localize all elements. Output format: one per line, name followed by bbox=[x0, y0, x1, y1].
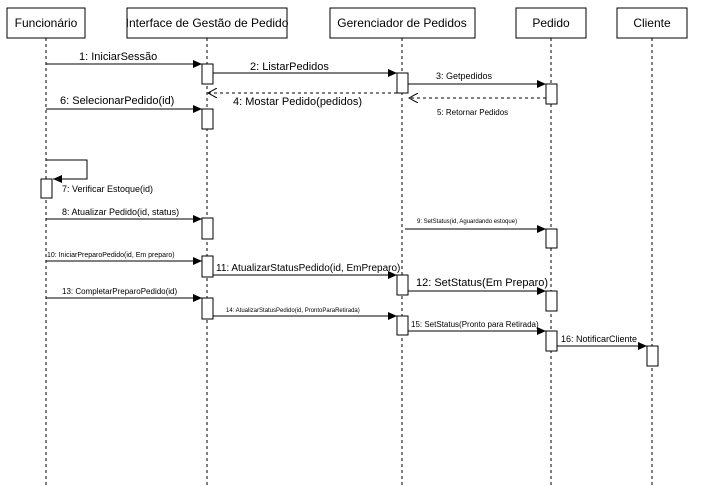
message-15-label: 15: SetStatus(Pronto para Retirada) bbox=[411, 320, 539, 329]
message-3-label: 3: Getpedidos bbox=[436, 71, 493, 81]
activation-pedido-4[interactable] bbox=[545, 330, 558, 352]
activation-bars bbox=[40, 63, 659, 367]
activation-interface-3[interactable] bbox=[201, 217, 214, 240]
participant-label: Interface de Gestão de Pedido bbox=[126, 16, 289, 30]
activation-pedido-1[interactable] bbox=[545, 83, 558, 105]
activation-interface-4[interactable] bbox=[201, 255, 214, 278]
participant-interface[interactable]: Interface de Gestão de Pedido bbox=[126, 7, 289, 39]
message-5-label: 5: Retornar Pedidos bbox=[437, 108, 508, 117]
activation-interface-5[interactable] bbox=[201, 297, 214, 320]
message-16-label: 16: NotificarCliente bbox=[561, 334, 637, 344]
participants: Funcionário Interface de Gestão de Pedid… bbox=[6, 7, 688, 39]
message-12-label: 12: SetStatus(Em Preparo) bbox=[416, 277, 548, 289]
participant-funcionario[interactable]: Funcionário bbox=[6, 7, 86, 39]
activation-pedido-3[interactable] bbox=[545, 290, 558, 312]
message-4-label: 4: Mostar Pedido(pedidos) bbox=[233, 96, 362, 108]
message-arrows bbox=[46, 60, 647, 350]
message-labels: 1: IniciarSessão 2: ListarPedidos 3: Get… bbox=[47, 51, 637, 344]
activation-interface-1[interactable] bbox=[201, 63, 214, 85]
message-11-label: 11: AtualizarStatusPedido(id, EmPreparo) bbox=[216, 263, 400, 274]
message-10-label: 10: IniciarPreparoPedido(id, Em preparo) bbox=[47, 252, 175, 259]
message-14-label: 14: AtualizarStatusPedido(id, ProntoPara… bbox=[226, 308, 360, 314]
participant-label: Pedido bbox=[532, 16, 570, 30]
participant-label: Gerenciador de Pedidos bbox=[337, 16, 466, 30]
message-7-label: 7: Verificar Estoque(id) bbox=[62, 184, 153, 194]
message-8-label: 8: Atualizar Pedido(id, status) bbox=[62, 207, 179, 217]
activation-gerenciador-3[interactable] bbox=[396, 315, 409, 336]
activation-cliente-1[interactable] bbox=[646, 345, 659, 367]
participant-cliente[interactable]: Cliente bbox=[616, 7, 688, 39]
message-1-label: 1: IniciarSessão bbox=[79, 51, 157, 63]
activation-pedido-2[interactable] bbox=[545, 228, 558, 249]
message-13-label: 13: CompletarPreparoPedido(id) bbox=[62, 287, 178, 296]
message-6-label: 6: SelecionarPedido(id) bbox=[60, 95, 174, 107]
message-7-arrow[interactable] bbox=[46, 159, 88, 183]
activation-interface-2[interactable] bbox=[201, 108, 214, 130]
participant-label: Cliente bbox=[633, 16, 671, 30]
activation-gerenciador-1[interactable] bbox=[396, 72, 409, 94]
participant-pedido[interactable]: Pedido bbox=[515, 7, 587, 39]
participant-label: Funcionário bbox=[15, 16, 78, 30]
message-2-label: 2: ListarPedidos bbox=[250, 61, 329, 73]
message-9-label: 9: SetStatus(id, Aguardando estoque) bbox=[417, 219, 517, 225]
participant-gerenciador[interactable]: Gerenciador de Pedidos bbox=[329, 7, 476, 39]
activation-gerenciador-2[interactable] bbox=[396, 274, 409, 296]
activation-funcionario-1[interactable] bbox=[40, 178, 53, 199]
